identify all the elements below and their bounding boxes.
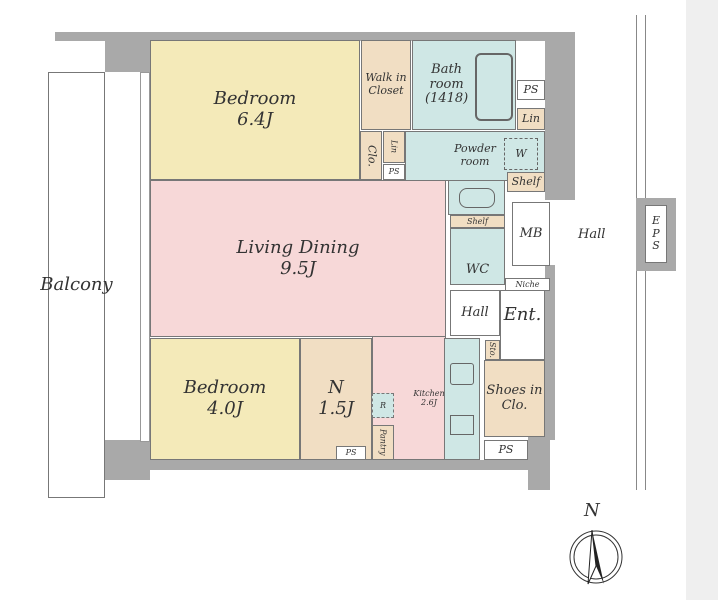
right-wall xyxy=(545,265,555,440)
room-label: Shoes in Clo. xyxy=(486,382,543,413)
room-label: Powder room xyxy=(454,142,496,168)
kitchen-counter xyxy=(444,338,480,460)
wall-column xyxy=(528,437,550,490)
ps-shaft: PS xyxy=(484,440,528,460)
compass-arrow-icon xyxy=(569,529,623,585)
room-label: Shelf xyxy=(467,216,488,226)
room-label: Living Dining 9.5J xyxy=(236,236,360,279)
meter-box: MB xyxy=(512,202,550,266)
bedroom-6-4j: Bedroom 6.4J xyxy=(150,40,360,180)
outer-hall-label: Hall xyxy=(578,227,606,242)
room-label: Shelf xyxy=(511,174,541,188)
closet: Clo. xyxy=(360,131,382,180)
room-label: W xyxy=(515,146,527,160)
linen-closet: Lin xyxy=(383,131,405,163)
shoes-closet: Shoes in Clo. xyxy=(484,360,545,437)
room-label: E P S xyxy=(651,214,661,253)
room-label: PS xyxy=(523,82,539,96)
room-label: Bedroom 6.4J xyxy=(213,88,297,130)
margin-strip xyxy=(686,0,718,600)
room-label: Lin xyxy=(389,140,399,154)
sink-icon xyxy=(450,363,474,385)
bedroom-4-0j: Bedroom 4.0J xyxy=(150,338,300,460)
pantry: Pantry xyxy=(372,425,394,460)
room-label: Ent. xyxy=(503,304,542,325)
wc: WC xyxy=(450,228,505,285)
ps-shaft: PS xyxy=(517,80,545,100)
room-label: Niche xyxy=(515,279,540,289)
top-wall xyxy=(55,32,575,41)
living-dining: Living Dining 9.5J xyxy=(150,180,446,337)
room-label: PS xyxy=(498,442,514,456)
room-label: PS xyxy=(388,167,400,177)
eps-shaft: E P S xyxy=(645,205,667,263)
bathtub-icon xyxy=(475,53,513,121)
sink-icon xyxy=(458,187,495,208)
balcony-label: Balcony xyxy=(40,273,113,295)
washer-space: W xyxy=(504,138,538,170)
room-label: Walk in Closet xyxy=(365,71,407,97)
compass-label: N xyxy=(584,500,600,521)
room-label: WC xyxy=(465,262,490,278)
room-label: Clo. xyxy=(365,144,379,167)
stove-icon xyxy=(450,415,474,435)
wall-column xyxy=(105,40,150,72)
room-label: Kitchen 2.6J xyxy=(413,388,445,407)
walk-in-closet: Walk in Closet xyxy=(361,40,411,130)
room-label: Lin xyxy=(522,111,540,125)
room-label: PS xyxy=(345,448,357,458)
right-wall xyxy=(545,40,575,200)
linen-closet: Lin xyxy=(517,108,545,130)
ps-shaft: PS xyxy=(336,446,366,460)
vanity xyxy=(448,180,505,215)
room-label: Sto. xyxy=(488,342,498,358)
refrigerator: R xyxy=(372,393,394,418)
window-wall xyxy=(140,72,150,442)
room-label: Hall xyxy=(461,304,489,320)
room-label: R xyxy=(379,400,387,410)
room-label: MB xyxy=(519,225,543,241)
inner-hall: Hall xyxy=(450,290,500,336)
north-compass: N xyxy=(568,500,624,590)
room-label: N 1.5J xyxy=(318,377,354,419)
bathroom: Bath room (1418) xyxy=(412,40,516,130)
shelf: Shelf xyxy=(507,172,545,192)
room-label: Bath room (1418) xyxy=(425,61,469,107)
room-label: Pantry xyxy=(378,429,388,456)
shelf: Shelf xyxy=(450,215,505,228)
bottom-wall xyxy=(105,460,550,470)
ps-shaft: PS xyxy=(383,164,405,180)
entrance: Ent. xyxy=(500,290,545,360)
balcony: Balcony xyxy=(40,72,113,498)
n-room: N 1.5J xyxy=(300,338,372,460)
powder-room: Powder room W xyxy=(405,131,545,181)
room-label: Bedroom 4.0J xyxy=(183,377,267,419)
storage: Sto. xyxy=(485,340,500,360)
